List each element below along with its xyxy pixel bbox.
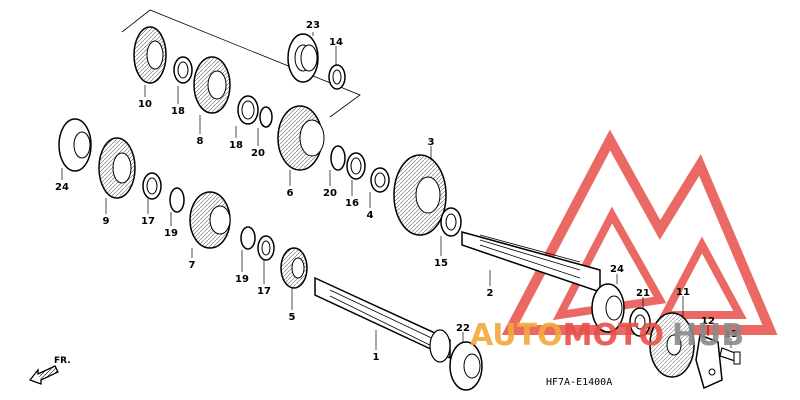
callout-8: 8: [197, 136, 204, 147]
part-callouts: 1 2 3 4 5 6 7 8 9 10 11 12 13 14 15 16 1…: [55, 20, 738, 363]
callout-21: 21: [636, 288, 650, 299]
gear-10: [133, 26, 167, 84]
callout-2: 2: [487, 288, 494, 299]
watermark-triangle-outer: [501, 129, 778, 335]
callout-5: 5: [289, 312, 296, 323]
front-direction-label: FR.: [54, 356, 71, 366]
diagram-reference-code: HF7A-E1400A: [546, 377, 612, 388]
sprocket-11: [649, 312, 695, 378]
callout-7: 7: [189, 260, 196, 271]
clip-19-right: [240, 226, 256, 250]
callout-19-right: 19: [235, 274, 249, 285]
callout-24-right: 24: [610, 264, 624, 275]
callout-20-lower: 20: [323, 188, 337, 199]
callout-3: 3: [428, 137, 435, 148]
callout-1: 1: [373, 352, 380, 363]
bearing-22: [449, 341, 483, 391]
callout-10: 10: [138, 99, 152, 110]
assembly-box-outline: [121, 9, 361, 118]
seal-21: [629, 307, 651, 337]
washer-18-upper: [173, 56, 193, 84]
callout-17-left: 17: [141, 216, 155, 227]
watermark-text-auto: AUTO: [470, 318, 563, 353]
gear-9: [98, 137, 136, 199]
bushing-4: [370, 167, 390, 193]
clip-19-left: [169, 187, 185, 213]
plate-12: [695, 333, 723, 390]
washer-17-left: [142, 172, 162, 200]
bearing-24-left: [58, 118, 92, 172]
washer-16: [346, 152, 366, 180]
watermark-logo: [501, 129, 778, 335]
gear-3: [393, 154, 447, 236]
gear-6: [277, 105, 325, 171]
callout-9: 9: [103, 216, 110, 227]
front-direction-indicator: FR.: [28, 356, 71, 385]
bearing-23: [287, 33, 319, 83]
gear-5: [280, 247, 308, 289]
clip-20-lower: [330, 145, 346, 171]
watermark-text-hub: HUB: [672, 318, 744, 353]
watermark-triangle-right: [658, 236, 747, 319]
clip-20-upper: [259, 106, 273, 128]
callout-12: 12: [701, 316, 715, 327]
callout-15: 15: [434, 258, 448, 269]
gear-7: [189, 191, 231, 249]
callout-16: 16: [345, 198, 359, 209]
bolt-13: [719, 347, 741, 365]
callout-19-left: 19: [164, 228, 178, 239]
callout-4: 4: [367, 210, 374, 221]
callout-13: 13: [724, 329, 738, 340]
callout-20-upper: 20: [251, 148, 265, 159]
callout-14: 14: [329, 37, 343, 48]
callout-24-left: 24: [55, 182, 69, 193]
callout-17-right: 17: [257, 286, 271, 297]
gear-8: [193, 56, 231, 114]
washer-15: [440, 207, 462, 237]
callout-11: 11: [676, 287, 690, 298]
watermark-text-moto: MOTO: [563, 318, 664, 353]
leader-lines: [61, 32, 732, 350]
callout-18-lower: 18: [229, 140, 243, 151]
callout-23: 23: [306, 20, 320, 31]
callout-6: 6: [287, 188, 294, 199]
mainshaft-1: [314, 276, 451, 363]
callout-18-upper: 18: [171, 106, 185, 117]
bushing-18: [237, 95, 259, 125]
bearing-24-right: [591, 283, 625, 333]
callout-22: 22: [456, 323, 470, 334]
washer-17-right: [257, 235, 275, 261]
washer-14: [328, 64, 346, 90]
